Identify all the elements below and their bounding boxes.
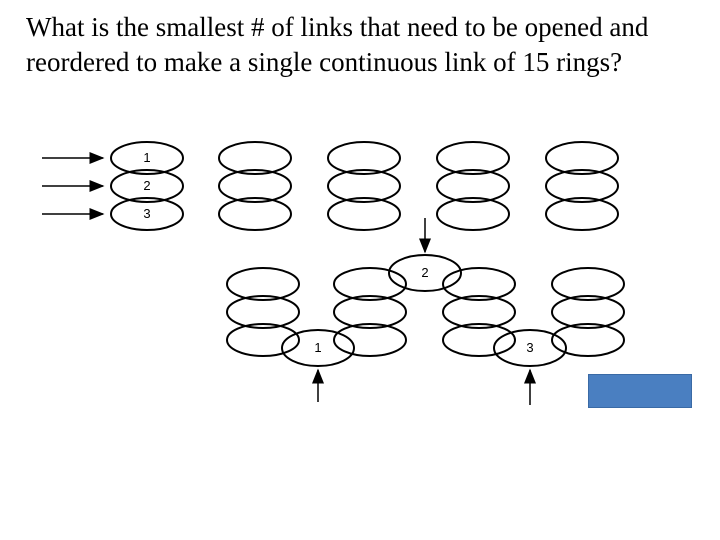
ring xyxy=(333,323,407,357)
connector-label-3: 3 xyxy=(526,340,533,355)
blue-rectangle xyxy=(588,374,692,408)
ring xyxy=(442,295,516,329)
ring xyxy=(226,267,300,301)
chain-top-3 xyxy=(327,141,401,231)
top-row xyxy=(110,141,619,231)
ring xyxy=(442,267,516,301)
left-arrows xyxy=(42,152,105,220)
connector-ring-2 xyxy=(388,254,462,292)
connector-ring-3 xyxy=(493,329,567,367)
ring xyxy=(545,169,619,203)
connector-label-1: 1 xyxy=(314,340,321,355)
ring xyxy=(436,169,510,203)
ring xyxy=(327,197,401,231)
chain-top-5 xyxy=(545,141,619,231)
ring xyxy=(110,141,184,175)
ring xyxy=(551,267,625,301)
chain-top-4 xyxy=(436,141,510,231)
ring xyxy=(327,141,401,175)
ring xyxy=(436,141,510,175)
ring xyxy=(226,295,300,329)
ring xyxy=(333,295,407,329)
connector-label-2: 2 xyxy=(421,265,428,280)
ring xyxy=(218,197,292,231)
bottom-row xyxy=(226,254,625,367)
ring xyxy=(442,323,516,357)
ring xyxy=(551,323,625,357)
connector-ring-1 xyxy=(281,329,355,367)
chain-bottom-4 xyxy=(551,267,625,357)
ring xyxy=(333,267,407,301)
top-ring-label-1: 1 xyxy=(143,150,150,165)
ring xyxy=(110,169,184,203)
chain-top-2 xyxy=(218,141,292,231)
ring xyxy=(226,323,300,357)
top-ring-label-3: 3 xyxy=(143,206,150,221)
ring xyxy=(218,169,292,203)
ring xyxy=(218,141,292,175)
ring xyxy=(327,169,401,203)
ring xyxy=(545,141,619,175)
connector-arrows xyxy=(312,218,536,405)
ring xyxy=(551,295,625,329)
chain-top-1 xyxy=(110,141,184,231)
ring xyxy=(436,197,510,231)
top-ring-label-2: 2 xyxy=(143,178,150,193)
ring xyxy=(545,197,619,231)
chain-bottom-3 xyxy=(442,267,516,357)
ring xyxy=(110,197,184,231)
chain-bottom-1 xyxy=(226,267,300,357)
question-text: What is the smallest # of links that nee… xyxy=(26,12,649,77)
chain-bottom-2 xyxy=(333,267,407,357)
